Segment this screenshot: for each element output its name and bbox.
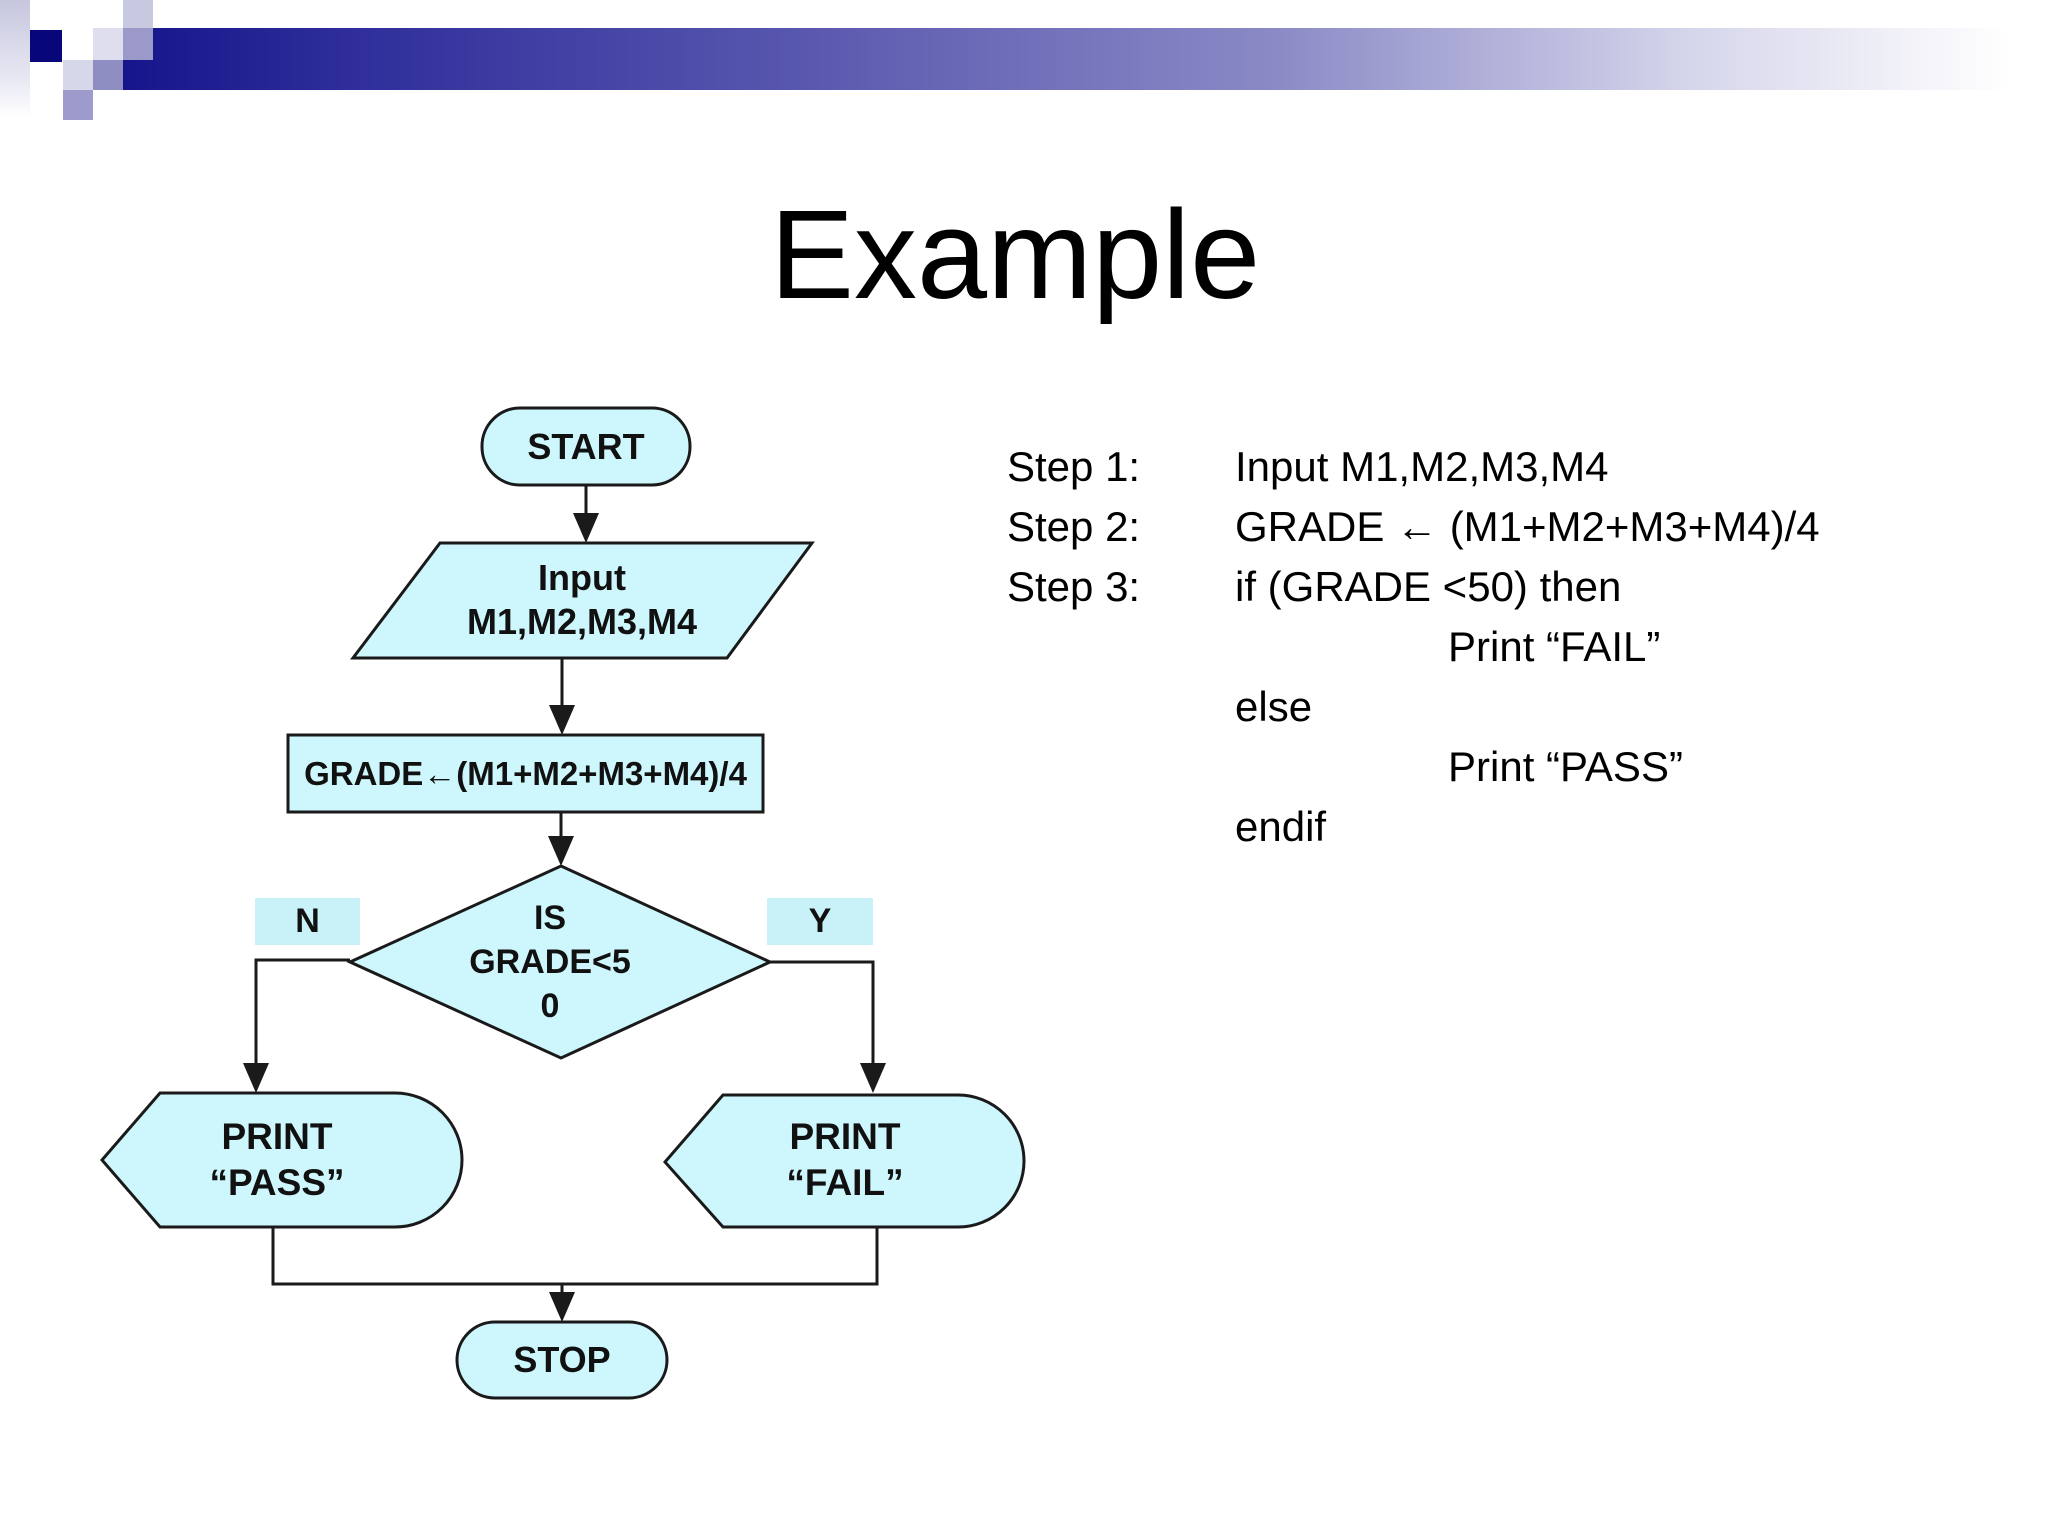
arrowhead bbox=[243, 1063, 269, 1093]
step-label: Step 3: bbox=[1007, 563, 1141, 610]
deco-square-navy bbox=[30, 30, 62, 62]
input-parallelogram-shape bbox=[349, 541, 815, 660]
pseudocode-row: Step 1: Input M1,M2,M3,M4 bbox=[0, 437, 2048, 497]
connector-branch-yes bbox=[770, 960, 875, 1063]
page-title: Example bbox=[770, 184, 1261, 325]
start-label: START bbox=[527, 425, 645, 467]
branch-yes-box bbox=[767, 898, 873, 945]
arrowhead bbox=[548, 836, 574, 866]
deco-left-strip bbox=[0, 0, 30, 116]
stop-label: STOP bbox=[513, 1339, 611, 1380]
step-label: Step 2: bbox=[1007, 503, 1141, 550]
deco-gradient-bar bbox=[123, 28, 2048, 90]
print-pass-line2: “PASS” bbox=[209, 1162, 345, 1203]
decision-line3: 0 bbox=[540, 987, 560, 1025]
pseudocode-row: Print “PASS” bbox=[0, 737, 2048, 797]
arrowhead bbox=[860, 1063, 886, 1093]
print-fail-line2: “FAIL” bbox=[786, 1162, 904, 1203]
branch-no-box bbox=[255, 898, 360, 945]
decision-label: IS GRADE<5 0 bbox=[415, 896, 685, 1028]
pseudocode-row: Print “FAIL” bbox=[0, 617, 2048, 677]
deco-square bbox=[123, 0, 153, 28]
step-label: Step 1: bbox=[1007, 443, 1141, 490]
decision-line1: IS bbox=[533, 899, 567, 937]
print-fail-display-shape bbox=[663, 1093, 1026, 1229]
branch-yes-label: Y bbox=[808, 902, 832, 940]
pseudocode-row: else bbox=[0, 677, 2048, 737]
process-rect-shape bbox=[286, 733, 765, 814]
step-text: endif bbox=[1235, 803, 1327, 850]
step-text: if (GRADE <50) then bbox=[1235, 563, 1622, 610]
decision-diamond-shape bbox=[346, 864, 774, 1060]
decision-line2: GRADE<5 bbox=[469, 943, 631, 981]
stop-terminator-shape bbox=[455, 1320, 669, 1400]
arrowhead bbox=[549, 1292, 575, 1322]
deco-square bbox=[93, 60, 123, 90]
deco-square bbox=[63, 90, 93, 120]
connector-branch-no bbox=[254, 958, 350, 1063]
deco-square bbox=[93, 28, 123, 60]
deco-square bbox=[123, 28, 153, 60]
deco-square bbox=[63, 60, 93, 90]
start-terminator-shape bbox=[480, 406, 692, 487]
print-pass-display-shape bbox=[100, 1091, 464, 1229]
pseudocode-row: endif bbox=[0, 797, 2048, 857]
print-pass-line1: PRINT bbox=[221, 1116, 333, 1157]
input-line1: Input bbox=[538, 557, 626, 598]
print-fail-line1: PRINT bbox=[789, 1116, 901, 1157]
step-text: Input M1,M2,M3,M4 bbox=[1235, 443, 1609, 490]
print-pass-label: PRINT “PASS” bbox=[137, 1114, 417, 1206]
connector-pass-join bbox=[271, 1227, 562, 1286]
step-text: Print “PASS” bbox=[1448, 743, 1683, 790]
step-text: else bbox=[1235, 683, 1313, 730]
input-line2: M1,M2,M3,M4 bbox=[466, 601, 698, 642]
process-label: GRADE←(M1+M2+M3+M4)/4 bbox=[304, 754, 747, 792]
print-fail-label: PRINT “FAIL” bbox=[705, 1114, 985, 1206]
step-text: GRADE ← (M1+M2+M3+M4)/4 bbox=[1235, 503, 1820, 550]
branch-no-label: N bbox=[295, 902, 320, 940]
connector-fail-join bbox=[562, 1227, 879, 1286]
pseudocode-row: Step 2: GRADE ← (M1+M2+M3+M4)/4 bbox=[0, 497, 2048, 557]
arrowhead bbox=[573, 513, 599, 543]
step-text: Print “FAIL” bbox=[1448, 623, 1661, 670]
arrowhead bbox=[549, 705, 575, 735]
pseudocode-row: Step 3: if (GRADE <50) then bbox=[0, 557, 2048, 617]
